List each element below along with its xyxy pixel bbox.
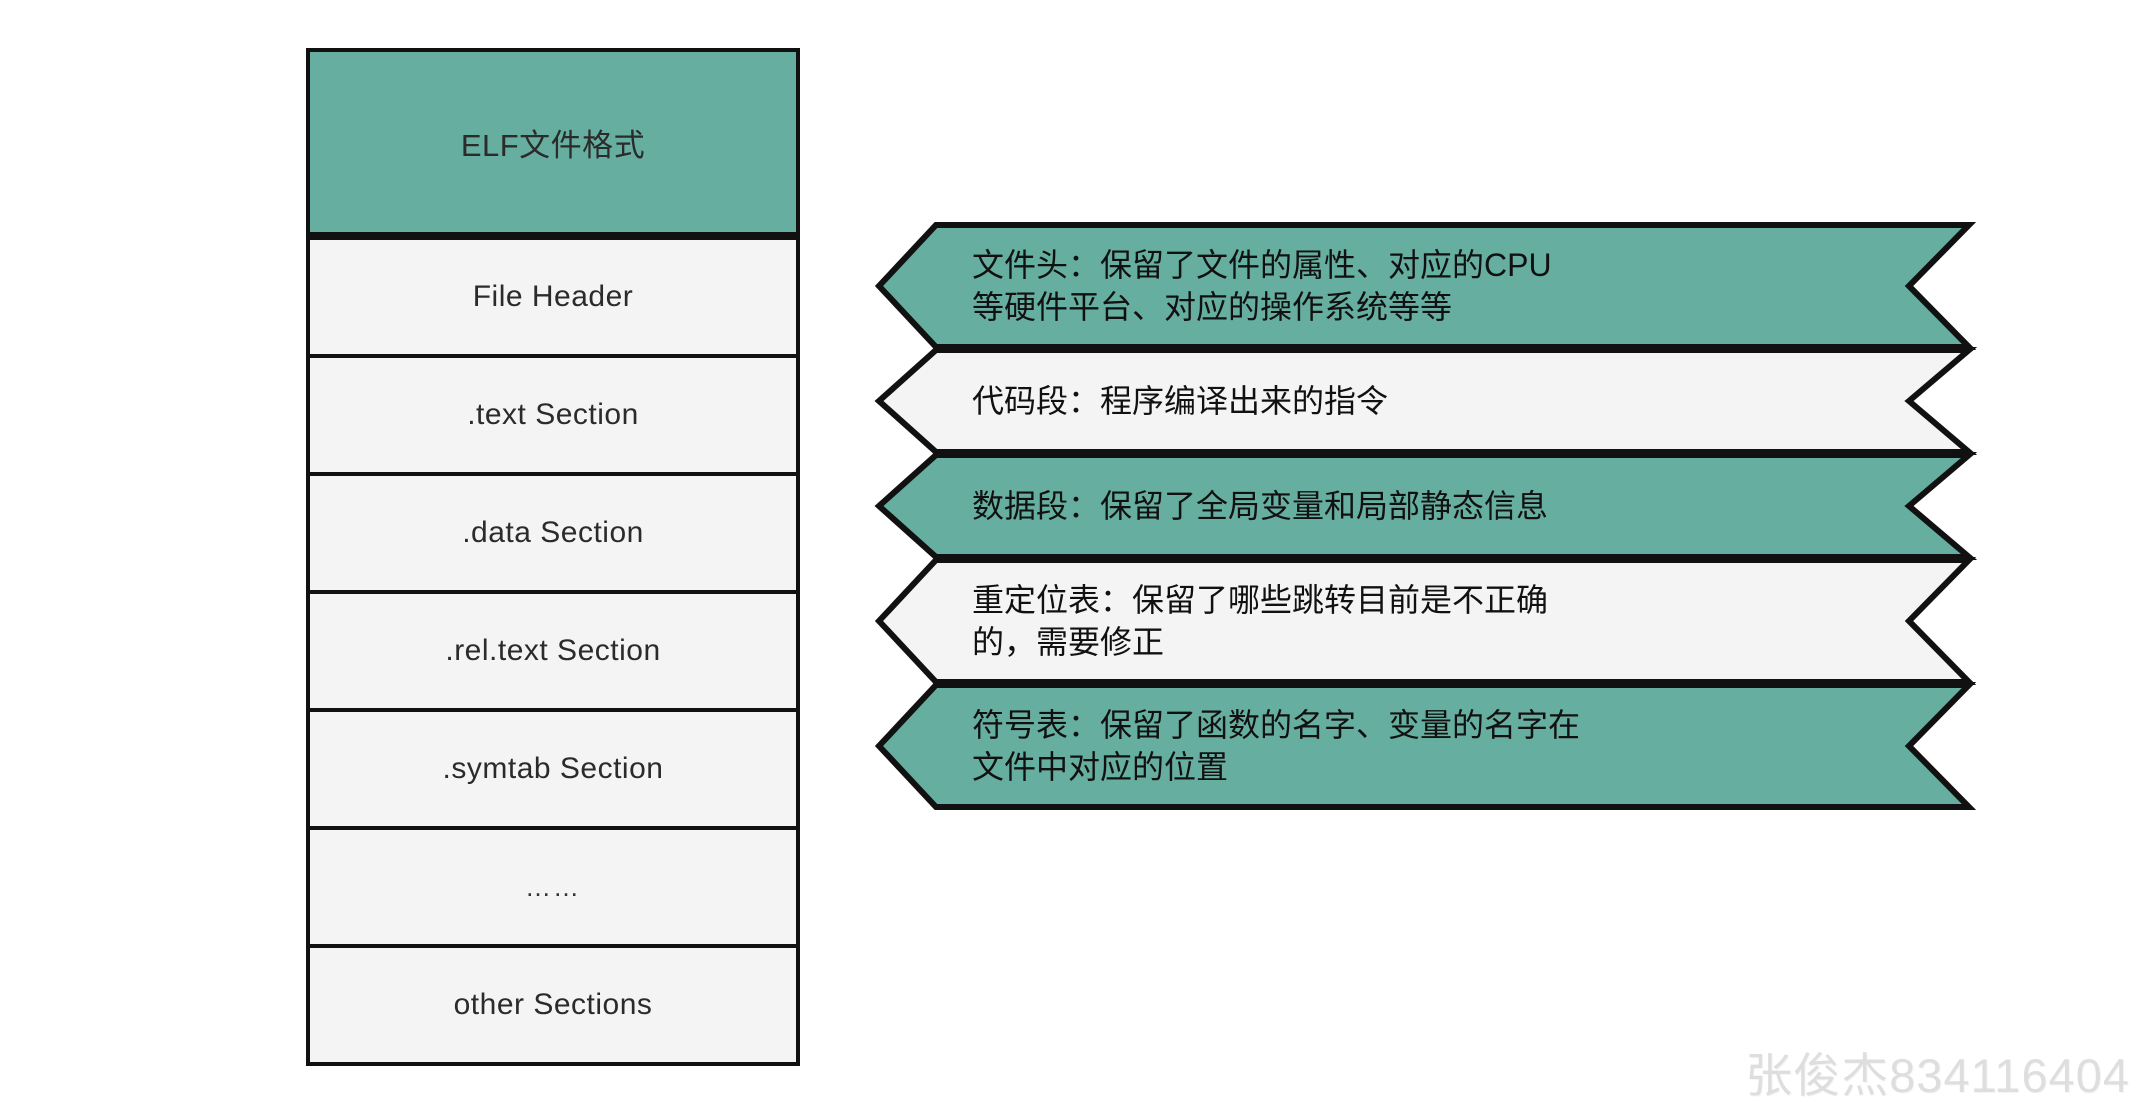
ribbon-label: 数据段：保留了全局变量和局部静态信息	[972, 487, 1549, 524]
elf-column-title: ELF文件格式	[306, 48, 800, 236]
ribbon-label: 代码段：程序编译出来的指令	[972, 382, 1389, 419]
description-ribbon: 数据段：保留了全局变量和局部静态信息	[874, 452, 1978, 560]
description-ribbon-stack: 文件头：保留了文件的属性、对应的CPU 等硬件平台、对应的操作系统等等代码段：程…	[874, 222, 1978, 810]
elf-section-row: File Header	[306, 236, 800, 358]
elf-format-column: ELF文件格式 File Header.text Section.data Se…	[306, 48, 800, 1066]
elf-section-row: .text Section	[306, 354, 800, 476]
description-ribbon: 重定位表：保留了哪些跳转目前是不正确 的，需要修正	[874, 557, 1977, 685]
elf-section-row: ……	[306, 826, 800, 948]
watermark: 张俊杰834116404	[1745, 1049, 2130, 1102]
description-ribbon: 代码段：程序编译出来的指令	[874, 347, 1978, 455]
elf-section-row: other Sections	[306, 944, 800, 1066]
elf-section-row: .rel.text Section	[306, 590, 800, 712]
ribbon-shape	[874, 682, 1977, 810]
description-ribbon: 文件头：保留了文件的属性、对应的CPU 等硬件平台、对应的操作系统等等	[874, 222, 1977, 350]
description-ribbon: 符号表：保留了函数的名字、变量的名字在 文件中对应的位置	[874, 682, 1977, 810]
ribbon-label: 文件头：保留了文件的属性、对应的CPU 等硬件平台、对应的操作系统等等	[972, 246, 1552, 325]
ribbon-label: 符号表：保留了函数的名字、变量的名字在 文件中对应的位置	[972, 706, 1581, 785]
ribbon-label: 重定位表：保留了哪些跳转目前是不正确 的，需要修正	[972, 581, 1549, 660]
elf-section-row: .data Section	[306, 472, 800, 594]
elf-section-row: .symtab Section	[306, 708, 800, 830]
